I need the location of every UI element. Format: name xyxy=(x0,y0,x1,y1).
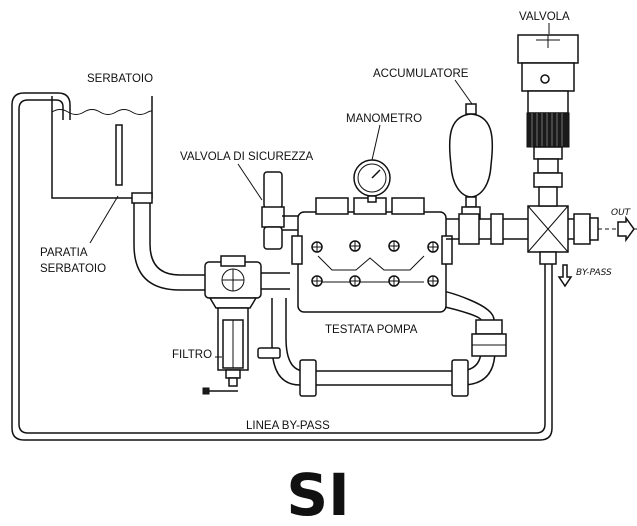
label-manometro: MANOMETRO xyxy=(346,113,422,125)
tank-baffle xyxy=(115,124,123,186)
outlet-pipe xyxy=(446,205,637,265)
label-serbatoio: SERBATOIO xyxy=(87,73,153,85)
label-valvola-sicurezza: VALVOLA DI SICUREZZA xyxy=(180,151,313,163)
out-arrow-icon xyxy=(617,215,635,243)
label-accumulatore: ACCUMULATORE xyxy=(373,68,469,80)
regulating-valve xyxy=(517,34,579,207)
manometer xyxy=(353,159,391,203)
label-filtro: FILTRO xyxy=(172,349,212,361)
label-valvola: VALVOLA xyxy=(519,11,570,23)
pump-bolts xyxy=(311,240,439,287)
label-testata-pompa: TESTATA POMPA xyxy=(325,324,418,336)
verdict-text: SI xyxy=(286,461,349,526)
label-paratia-line2: SERBATOIO xyxy=(40,263,106,275)
accumulator xyxy=(448,103,494,220)
label-linea-bypass: LINEA BY-PASS xyxy=(246,420,330,432)
bypass-arrow-icon xyxy=(557,264,573,288)
bypass-line xyxy=(11,92,553,441)
safety-valve xyxy=(261,171,298,250)
pump-head xyxy=(291,197,453,313)
filter xyxy=(202,255,262,395)
label-by-pass: BY-PASS xyxy=(576,268,612,278)
label-out: OUT xyxy=(611,208,632,218)
label-paratia-line1: PARATIA xyxy=(40,247,88,259)
suction-pipe xyxy=(131,192,205,291)
tank xyxy=(51,92,153,199)
leader-lines xyxy=(89,23,550,358)
